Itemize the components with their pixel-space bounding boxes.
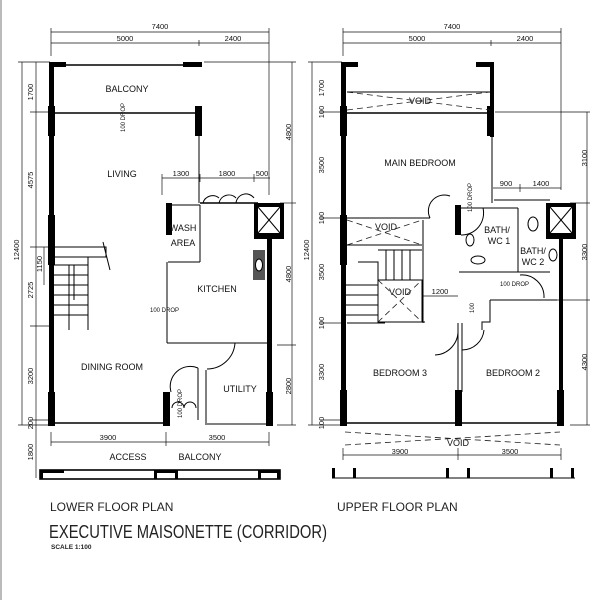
- dim-text: 900: [500, 179, 513, 188]
- dim-text: 100: [317, 417, 326, 430]
- room-label-bath-wc-1: BATH/: [484, 225, 510, 235]
- room-label-living: LIVING: [107, 169, 137, 179]
- dim-text: 3500: [317, 264, 326, 281]
- dim-text: 3500: [502, 447, 519, 456]
- room-label-void: VOID: [409, 96, 432, 106]
- dim-text: 5000: [117, 34, 134, 43]
- drop-label: 100 DROP: [500, 282, 529, 288]
- room-label-bath-wc-2: WC 2: [522, 257, 545, 267]
- upper-floor-plan-title: UPPER FLOOR PLAN: [337, 500, 458, 514]
- lower-floor-plan: BALCONY LIVING WASH AREA KITCHEN DINING …: [12, 22, 296, 480]
- drop-label: 100: [470, 302, 476, 313]
- drop-label: 100 DROP: [468, 183, 474, 212]
- dim-text: 4575: [26, 172, 35, 189]
- access-balcony-ledge: [39, 469, 281, 480]
- dim-text: 3300: [580, 244, 589, 261]
- room-label-void: VOID: [447, 438, 470, 448]
- upper-floor-plan: VOID MAIN BEDROOM VOID VOID BATH/ WC 1 B…: [302, 22, 590, 479]
- dim-text: 2725: [26, 282, 35, 299]
- lower-dimension-lines: [18, 28, 296, 478]
- dim-text: 4800: [284, 266, 293, 283]
- label-access-balcony: BALCONY: [178, 452, 221, 462]
- room-label-kitchen: KITCHEN: [197, 284, 237, 294]
- dim-text: 2400: [225, 34, 242, 43]
- scale-label: SCALE 1:100: [51, 544, 92, 551]
- room-label-void: VOID: [375, 222, 398, 232]
- lower-staircase: [53, 241, 111, 330]
- dim-text: 1300: [173, 169, 190, 178]
- dim-text: 3900: [100, 433, 117, 442]
- upper-doors: [427, 194, 545, 356]
- dim-text: 2800: [284, 378, 293, 395]
- upper-staircase: [346, 249, 422, 320]
- dim-text: 4800: [284, 124, 293, 141]
- dim-text: 100: [317, 106, 326, 119]
- upper-dimension-lines: [308, 28, 590, 460]
- label-access: ACCESS: [109, 452, 146, 462]
- room-label-utility: UTILITY: [223, 384, 257, 394]
- dim-text: 4300: [580, 354, 589, 371]
- room-label-bath-wc-1: WC 1: [488, 236, 511, 246]
- dim-text: 100: [317, 317, 326, 330]
- drop-label: 100 DROP: [121, 103, 127, 132]
- lower-walls: [48, 62, 284, 426]
- lower-floor-plan-title: LOWER FLOOR PLAN: [50, 500, 173, 514]
- drawing-title: EXECUTIVE MAISONETTE (CORRIDOR): [49, 522, 327, 542]
- dim-text: 500: [256, 169, 269, 178]
- room-label-bedroom-2: BEDROOM 2: [486, 368, 540, 378]
- dim-text: 3100: [580, 150, 589, 167]
- dim-text: 7400: [152, 22, 169, 31]
- drop-label: 100 DROP: [178, 389, 184, 418]
- dim-text: 12400: [12, 240, 21, 261]
- dim-text: 100: [317, 212, 326, 225]
- dim-text: 1400: [533, 179, 550, 188]
- dim-text: 3500: [317, 157, 326, 174]
- dim-text: 1700: [26, 84, 35, 101]
- dim-text: 3300: [317, 364, 326, 381]
- dim-text: 3900: [392, 447, 409, 456]
- dim-text: 1800: [26, 444, 35, 461]
- lower-doors: [169, 193, 255, 409]
- dim-text: 5000: [409, 34, 426, 43]
- upper-voids: [344, 91, 561, 446]
- room-label-void: VOID: [389, 287, 412, 297]
- drop-label: 100 DROP: [150, 308, 179, 314]
- dim-text: 2400: [517, 34, 534, 43]
- room-label-main-bedroom: MAIN BEDROOM: [384, 158, 456, 168]
- dim-text: 1150: [35, 256, 44, 272]
- dim-text: 1200: [432, 287, 449, 296]
- upper-ledge: [332, 468, 575, 479]
- room-label-bedroom-3: BEDROOM 3: [373, 368, 427, 378]
- room-label-bath-wc-2: BATH/: [520, 246, 546, 256]
- dim-text: 12400: [302, 240, 311, 261]
- dim-text: 3500: [209, 433, 226, 442]
- room-label-wash: WASH: [170, 223, 197, 233]
- room-label-dining-room: DINING ROOM: [81, 362, 143, 372]
- upper-walls: [340, 62, 576, 426]
- dim-text: 1700: [317, 80, 326, 97]
- room-label-area: AREA: [171, 238, 196, 248]
- dim-text: 1800: [219, 169, 236, 178]
- dim-text: 200: [26, 417, 35, 430]
- dim-text: 3200: [26, 368, 35, 385]
- room-label-balcony: BALCONY: [105, 84, 148, 94]
- dim-text: 7400: [444, 22, 461, 31]
